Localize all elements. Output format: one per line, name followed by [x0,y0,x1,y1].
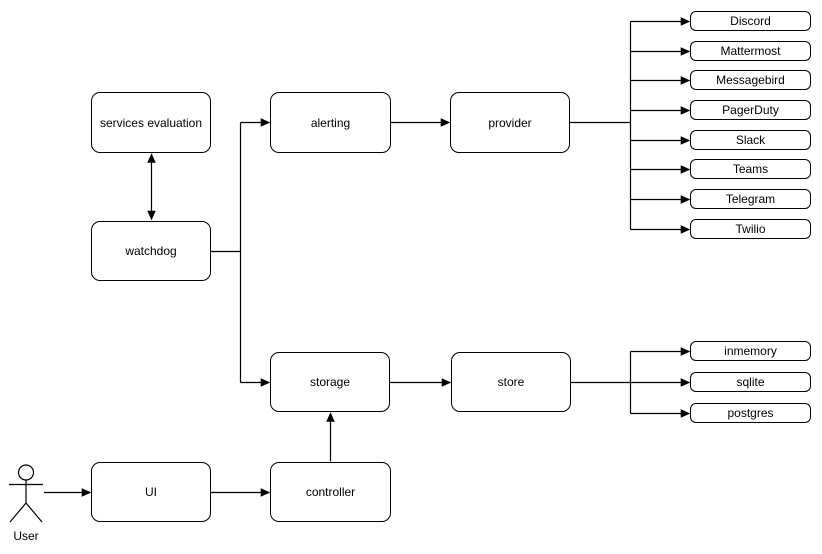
node-store: store [451,352,571,412]
node-alerting: alerting [270,92,391,153]
node-discord: Discord [690,11,811,31]
node-services-evaluation: services evaluation [91,92,211,153]
node-telegram: Telegram [690,189,811,209]
user-label: User [13,529,39,543]
node-watchdog: watchdog [91,221,211,281]
node-slack: Slack [690,130,811,150]
node-messagebird: Messagebird [690,70,811,90]
node-storage: storage [270,352,390,412]
user-actor-icon [9,464,43,523]
edge-junction-wires [211,21,632,414]
node-sqlite: sqlite [690,372,811,392]
node-inmemory: inmemory [690,341,811,361]
node-postgres: postgres [690,403,811,423]
node-ui: UI [91,462,211,522]
node-controller: controller [270,462,391,522]
node-provider: provider [450,92,570,153]
node-pagerduty: PagerDuty [690,100,811,120]
node-twilio: Twilio [690,219,811,239]
node-teams: Teams [690,159,811,179]
node-mattermost: Mattermost [690,41,811,61]
